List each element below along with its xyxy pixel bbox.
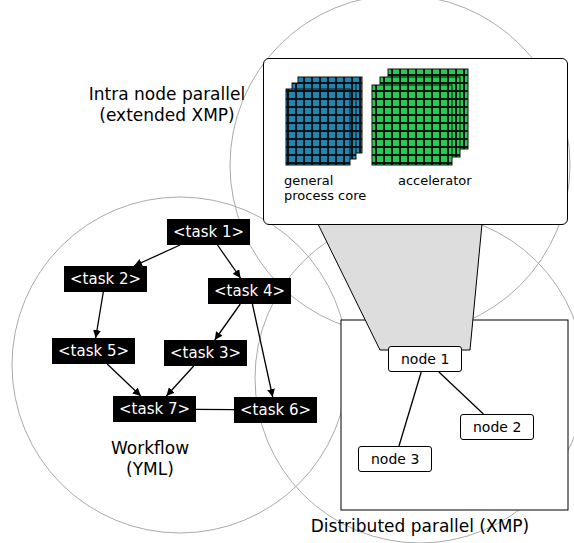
connector (134, 245, 180, 266)
connector (96, 292, 104, 338)
scope-circle (255, 213, 574, 543)
scope-circle (12, 197, 348, 533)
connector (166, 366, 193, 396)
task-name: <task 4> (214, 282, 285, 300)
region-label: Distributed parallel (XMP) (295, 516, 545, 537)
node-box: node 2 (460, 414, 534, 440)
cluster-box (341, 320, 568, 510)
node-box: node 3 (358, 446, 432, 472)
task-box: <task 5> (52, 338, 135, 364)
task-box: <task 4> (208, 278, 291, 304)
task-name: <task 2> (70, 270, 141, 288)
connector (439, 372, 484, 414)
node-name: node 2 (473, 419, 521, 435)
node-name: node 1 (401, 351, 449, 367)
task-name: <task 6> (240, 401, 311, 419)
task-name: <task 5> (58, 342, 129, 360)
task-box: <task 3> (164, 340, 247, 366)
unit-label: general process core (284, 173, 374, 203)
region-label: Intra node parallel (extended XMP) (72, 84, 262, 126)
connector (399, 372, 421, 446)
task-box: <task 1> (167, 219, 250, 245)
region-label: Workflow (YML) (95, 438, 205, 480)
zoom-wedge (318, 224, 482, 350)
unit-label: accelerator (398, 173, 518, 188)
task-box: <task 6> (234, 397, 317, 423)
connector (218, 245, 241, 278)
connector (107, 364, 141, 396)
task-box: <task 2> (64, 266, 147, 292)
task-name: <task 7> (119, 400, 190, 418)
task-name: <task 3> (170, 344, 241, 362)
task-box: <task 7> (113, 396, 196, 422)
node-name: node 3 (371, 451, 419, 467)
zoom-callout: general process core accelerator (263, 58, 568, 225)
connector (196, 409, 234, 411)
task-name: <task 1> (173, 223, 244, 241)
connector (215, 304, 241, 340)
node-box: node 1 (388, 346, 462, 372)
connector (252, 304, 272, 397)
core-grid (372, 85, 452, 165)
core-grid (286, 89, 350, 165)
